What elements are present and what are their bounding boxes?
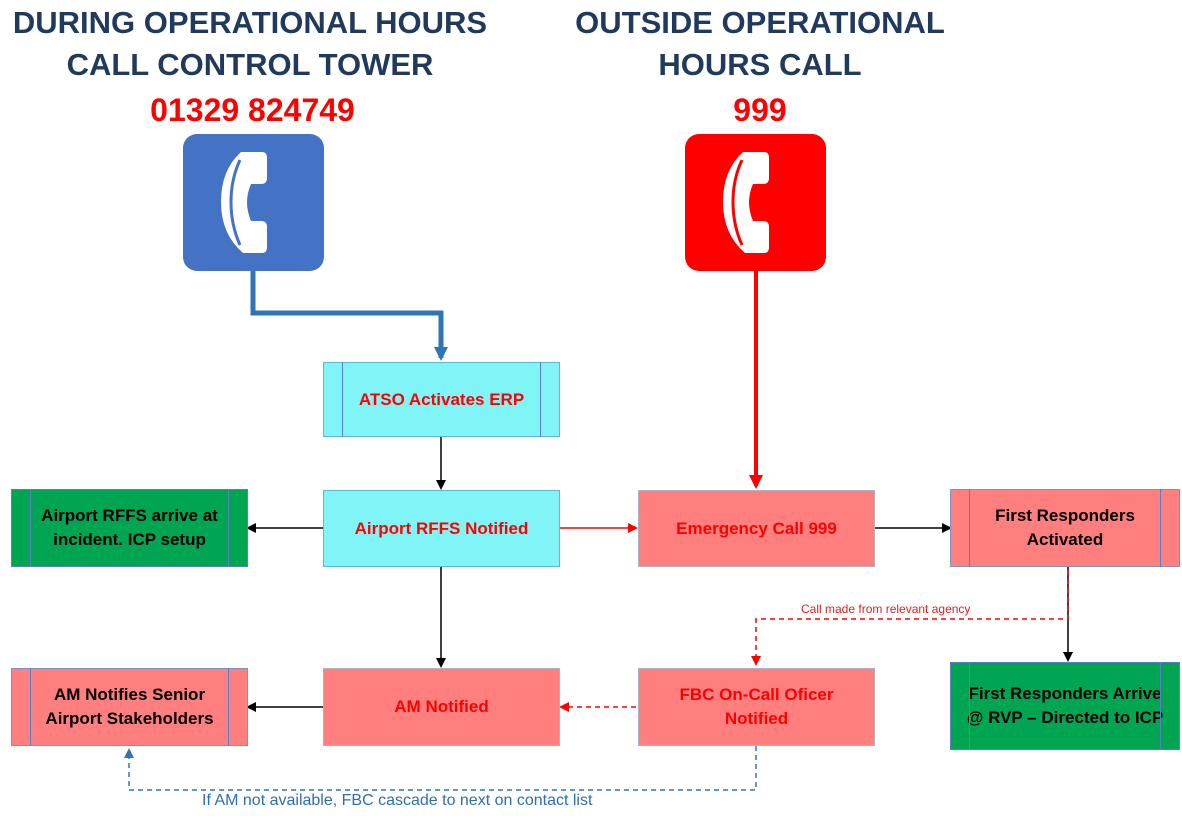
first-responders-arrive-box: First Responders Arrive @ RVP – Directed… <box>950 662 1180 750</box>
first-responders-activated-box: First Responders Activated <box>950 489 1180 567</box>
right-header-line1: OUTSIDE OPERATIONAL <box>575 5 945 40</box>
left-header-line1: DURING OPERATIONAL HOURS <box>12 5 488 40</box>
atso-activates-erp-box: ATSO Activates ERP <box>323 362 560 437</box>
phone-handset-icon-graphic <box>723 152 769 253</box>
am-notified-box: AM Notified <box>323 668 560 746</box>
fbc-on-call-officer-box: FBC On-Call Oficer Notified <box>638 668 875 746</box>
airport-rffs-notified-box: Airport RFFS Notified <box>323 490 560 567</box>
am-notifies-stakeholders-box: AM Notifies Senior Airport Stakeholders <box>11 668 248 746</box>
cascade-note: If AM not available, FBC cascade to next… <box>202 792 593 809</box>
connector-agency-to-fbc <box>751 570 1069 666</box>
left-header-line2: CALL CONTROL TOWER <box>66 47 434 82</box>
right-header-line2: HOURS CALL <box>658 47 862 82</box>
connector-cascade <box>124 746 757 791</box>
phone-handset-icon <box>183 134 324 271</box>
phone-handset-icon-graphic <box>221 152 267 253</box>
airport-rffs-arrive-box: Airport RFFS arrive at incident. ICP set… <box>11 489 248 567</box>
agency-note: Call made from relevant agency <box>801 602 971 616</box>
right-phone-number: 999 <box>733 92 787 128</box>
connector-phone-to-atso <box>250 271 448 361</box>
emergency-call-999-box: Emergency Call 999 <box>638 490 875 567</box>
left-phone-number: 01329 824749 <box>150 92 355 128</box>
phone-handset-icon <box>685 134 826 271</box>
